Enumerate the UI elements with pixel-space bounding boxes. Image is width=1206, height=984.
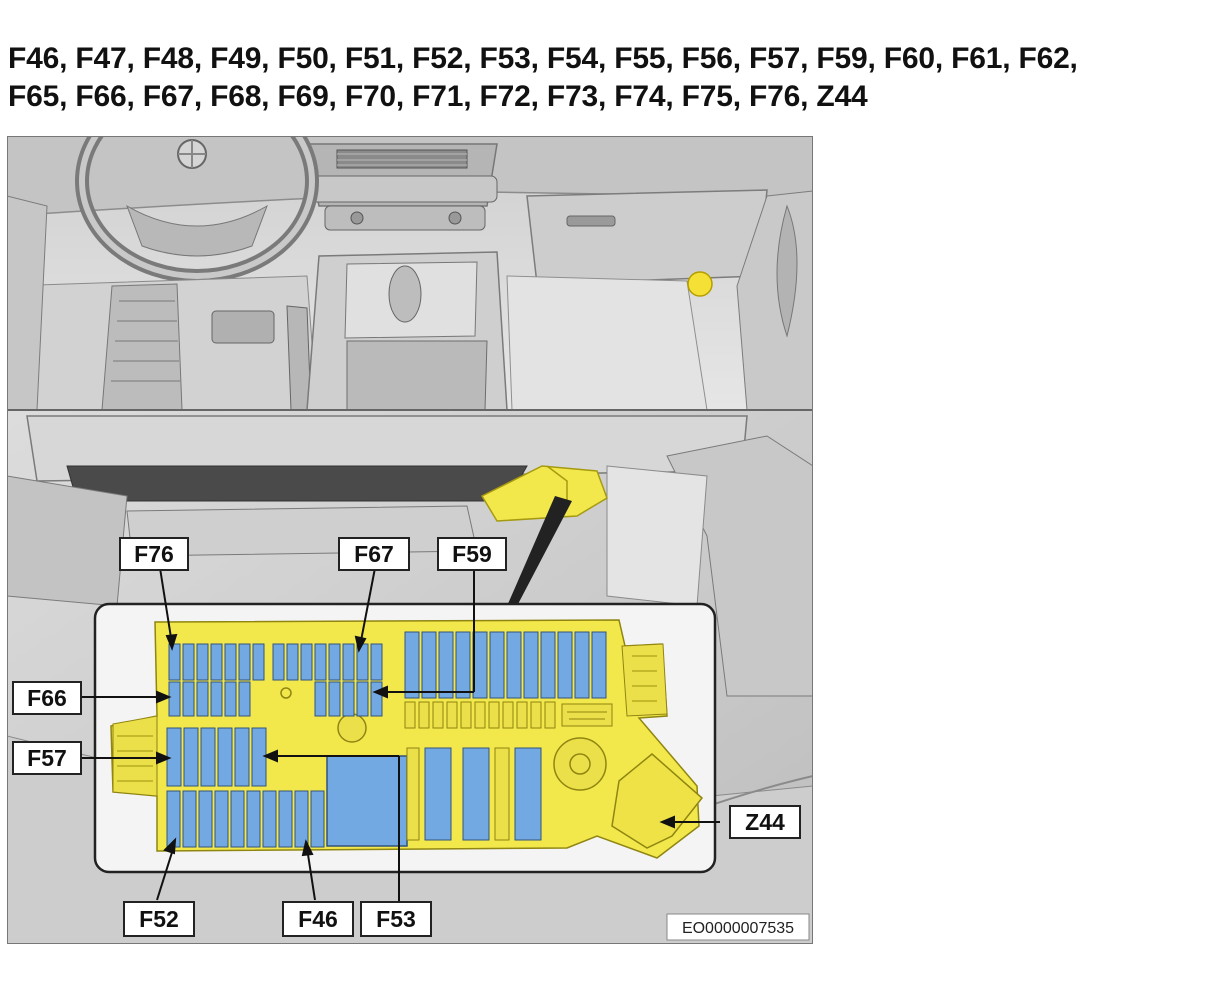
svg-text:F52: F52 — [139, 906, 179, 932]
fuse-large-central — [326, 755, 408, 847]
fuse-row-top-left-upper — [168, 643, 383, 681]
callout-f57: F57 — [12, 741, 82, 775]
callout-f53: F53 — [360, 901, 432, 937]
fuse-group-tall — [424, 747, 542, 841]
fuse-group-bottom-left — [166, 790, 325, 848]
steering-wheel-icon — [75, 136, 319, 283]
fuse-box-location-marker — [687, 271, 713, 297]
svg-text:F46: F46 — [298, 906, 338, 932]
callout-leaders — [82, 567, 720, 902]
svg-text:EO0000007535: EO0000007535 — [682, 920, 794, 937]
heading-line-1: F46, F47, F48, F49, F50, F51, F52, F53, … — [8, 42, 1078, 75]
interior-overview-view — [7, 136, 813, 411]
callout-f66: F66 — [12, 681, 82, 715]
callout-f67: F67 — [338, 537, 410, 571]
svg-text:F57: F57 — [27, 745, 67, 771]
fuse-box-location-figure: F76 F67 F59 F66 F57 Z44 F52 F46 — [7, 136, 813, 944]
svg-text:F76: F76 — [134, 541, 174, 567]
fuse-list-heading: F46, F47, F48, F49, F50, F51, F52, F53, … — [8, 40, 1203, 116]
svg-text:F59: F59 — [452, 541, 492, 567]
svg-text:F66: F66 — [27, 685, 67, 711]
figure-id: EO0000007535 — [666, 913, 810, 941]
svg-text:Z44: Z44 — [745, 809, 785, 835]
heading-line-2: F65, F66, F67, F68, F69, F70, F71, F72, … — [8, 80, 868, 113]
svg-text:F67: F67 — [354, 541, 394, 567]
callout-f59: F59 — [437, 537, 507, 571]
callout-f76: F76 — [119, 537, 189, 571]
fuse-row-top-left-lower — [168, 681, 383, 717]
svg-text:F53: F53 — [376, 906, 416, 932]
fuse-row-right-large — [404, 631, 607, 699]
fuse-box-detail — [93, 602, 717, 874]
callout-f46: F46 — [282, 901, 354, 937]
fuse-group-middle-left — [166, 727, 267, 787]
callout-z44: Z44 — [729, 805, 801, 839]
callout-f52: F52 — [123, 901, 195, 937]
relay-z44 — [611, 753, 704, 849]
